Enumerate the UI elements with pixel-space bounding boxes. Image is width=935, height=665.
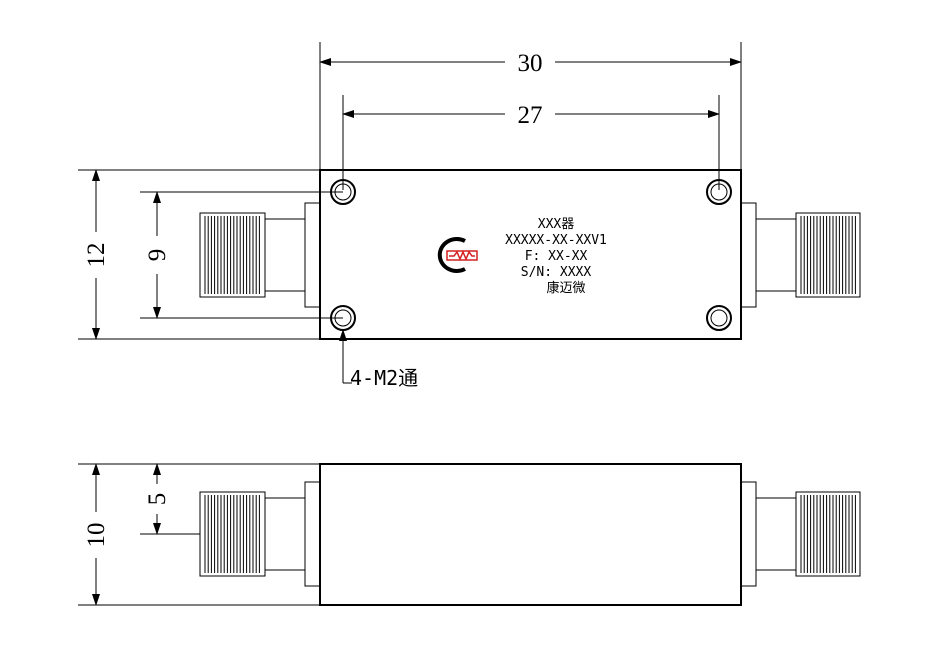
dim-overall-length: 30 [319,42,742,170]
connector-right-side [740,481,861,587]
company-logo [437,237,478,273]
dim-body-thickness: 10 [78,463,320,606]
dim-body-thickness-label: 10 [83,523,110,548]
dim-overall-length-label: 30 [518,50,543,77]
filter-body-side [319,463,742,606]
thread-left-side [204,495,260,573]
mounting-hole-top-right [706,179,732,205]
thread-left-top [204,216,260,294]
hole-note-label: 4-M2通 [350,366,418,390]
hole-note: 4-M2通 [339,329,418,390]
dim-connector-center: 5 [140,463,200,535]
connector-left-side [199,481,321,587]
mounting-hole-bottom-right [706,305,732,331]
dim-body-height: 12 [78,169,320,340]
nameplate: XXX器 XXXXX-XX-XXV1 F: XX-XX S/N: XXXX 康迈… [505,217,607,296]
nameplate-line5: 康迈微 [546,280,585,296]
dim-hole-spacing-x: 27 [342,95,720,190]
nameplate-line4: S/N: XXXX [521,265,592,280]
mounting-hole-top-left [330,179,356,205]
connector-left-top [199,202,321,308]
dim-hole-spacing-x-label: 27 [518,102,543,129]
connector-right-top [740,202,861,308]
dim-hole-spacing-y-label: 9 [144,249,171,262]
dim-body-height-label: 12 [83,243,110,268]
nameplate-line2: XXXXX-XX-XXV1 [505,233,607,248]
nameplate-line3: F: XX-XX [525,249,588,264]
side-view: 10 5 [78,463,861,606]
dim-hole-spacing-y: 9 [140,191,343,319]
thread-right-top [800,216,856,294]
nameplate-line1: XXX器 [538,217,574,232]
dim-connector-center-label: 5 [144,493,171,506]
thread-right-side [800,495,856,573]
top-view: 30 27 12 9 [78,42,861,390]
